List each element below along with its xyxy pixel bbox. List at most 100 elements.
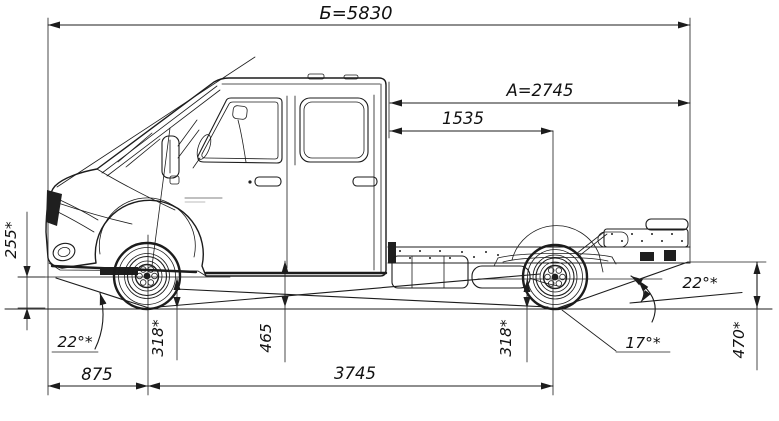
front-tire [112,241,182,311]
rear-tire-sidewall [527,249,583,305]
rear-door-window [299,97,369,163]
front-clearance-label: 318* [149,319,167,357]
front-door-handle [254,176,282,187]
rear-rim-ring [535,257,575,297]
roof-marker-rear [343,74,359,80]
antenna [56,56,256,188]
frame-rivets [399,250,499,259]
rear-rim-inner [539,261,571,293]
front-rim-inner [131,260,163,292]
dimension-labels: Б=5830 А=2745 1535 875 3745 22°* 17°* 22… [2,3,748,384]
rear-wheel-arch [511,225,600,261]
roof-marker-front [307,73,325,80]
departure-angle-line [557,261,689,309]
departure-angle-label: 22°* [682,274,717,292]
approach-angle-label: 22°* [57,333,92,351]
front-door-window [197,97,283,164]
front-rim-ring [126,255,168,297]
ramp-angle-arc [630,275,656,323]
leaf-spring-upper [497,252,613,259]
rear-platform-box [603,228,689,248]
ramp-line-front [157,273,541,308]
rear-mud-flap [598,253,604,273]
muffler [471,265,531,289]
ramp-angle-leader-line [561,309,617,352]
wiper-left [117,132,153,163]
fender-crease-line [57,202,133,225]
mirror-arm-upper [177,119,198,147]
front-tire-sidewall [118,247,176,305]
front-wheel-arch-inner [98,197,196,258]
ramp-angle-label: 17°* [625,334,660,352]
dimension-lines [17,21,761,390]
cab-mount [388,242,396,263]
front-height-arrow-down [23,266,31,277]
approach-angle-arc [94,292,107,350]
departure-angle-leg [629,291,743,304]
wiper-right [125,138,161,168]
grille-line-upper [59,199,99,221]
rear-tire [521,243,589,311]
fuel-flap [169,175,180,185]
mirror-arm-lower [177,129,200,159]
wheelbase-label: 3745 [334,364,376,383]
cab-to-axle-label: 1535 [442,109,484,128]
mid-clearance-label: 465 [257,323,275,353]
front-clearance-arrow-down [173,297,181,308]
rear-wheel-bolts [544,267,566,287]
front-door-lock [248,180,252,184]
front-hub [134,263,160,289]
mirror [161,119,200,179]
leaf-spring-lower [502,256,609,263]
rear-rounded-component [597,231,629,248]
rear-overhang-label: А=2745 [505,81,573,100]
fog-light-inner [57,246,71,258]
overall-length-label: Б=5830 [319,3,392,24]
front-rim-flange [124,253,170,299]
ramp-line-rear [175,288,549,308]
front-height-arrow-up [23,308,31,319]
front-wheel [112,241,182,311]
departure-angle-arc [637,279,651,303]
headlight [46,190,62,226]
shock-absorber-1 [575,231,605,255]
fog-light [52,242,76,262]
steering-column [192,157,201,169]
rear-hub [542,264,568,290]
truck-cab [45,56,388,277]
rear-frame-height-label: 470* [730,321,748,359]
rear-wheel [521,243,589,311]
headrest [232,105,248,120]
rear-platform-rivets [611,233,683,242]
front-wheel-bolts [136,266,158,286]
windshield-edge-line [101,85,218,174]
spring-shackle-rear [611,256,617,265]
exhaust-pipe [529,277,559,287]
tow-bracket [664,250,676,261]
rear-bracket [640,252,654,261]
fuel-tank [391,255,469,289]
seat-back-line [237,119,247,163]
mid-clearance-arrow-down [281,296,289,307]
front-overhang-label: 875 [81,365,113,384]
rear-rim-flange [532,254,578,300]
shock-absorber-2 [578,233,608,257]
steering-wheel [196,134,212,160]
rear-door-handle [352,176,378,187]
spring-shackle-front [493,257,499,267]
rear-box-cap [645,218,689,231]
truck-chassis [387,218,691,289]
front-height-label: 255* [2,221,20,259]
front-hub-cap [143,272,151,280]
rear-clearance-label: 318* [497,319,515,357]
angle-lines [51,261,743,353]
rear-hub-cap [551,273,559,281]
cab-outline [45,77,387,277]
rear-door-window-inner [303,101,365,159]
a-pillar-inner-line [106,89,221,177]
rear-clearance-arrow-down [523,297,531,308]
grille-line-lower [57,211,95,233]
front-door-window-inner [201,101,279,160]
